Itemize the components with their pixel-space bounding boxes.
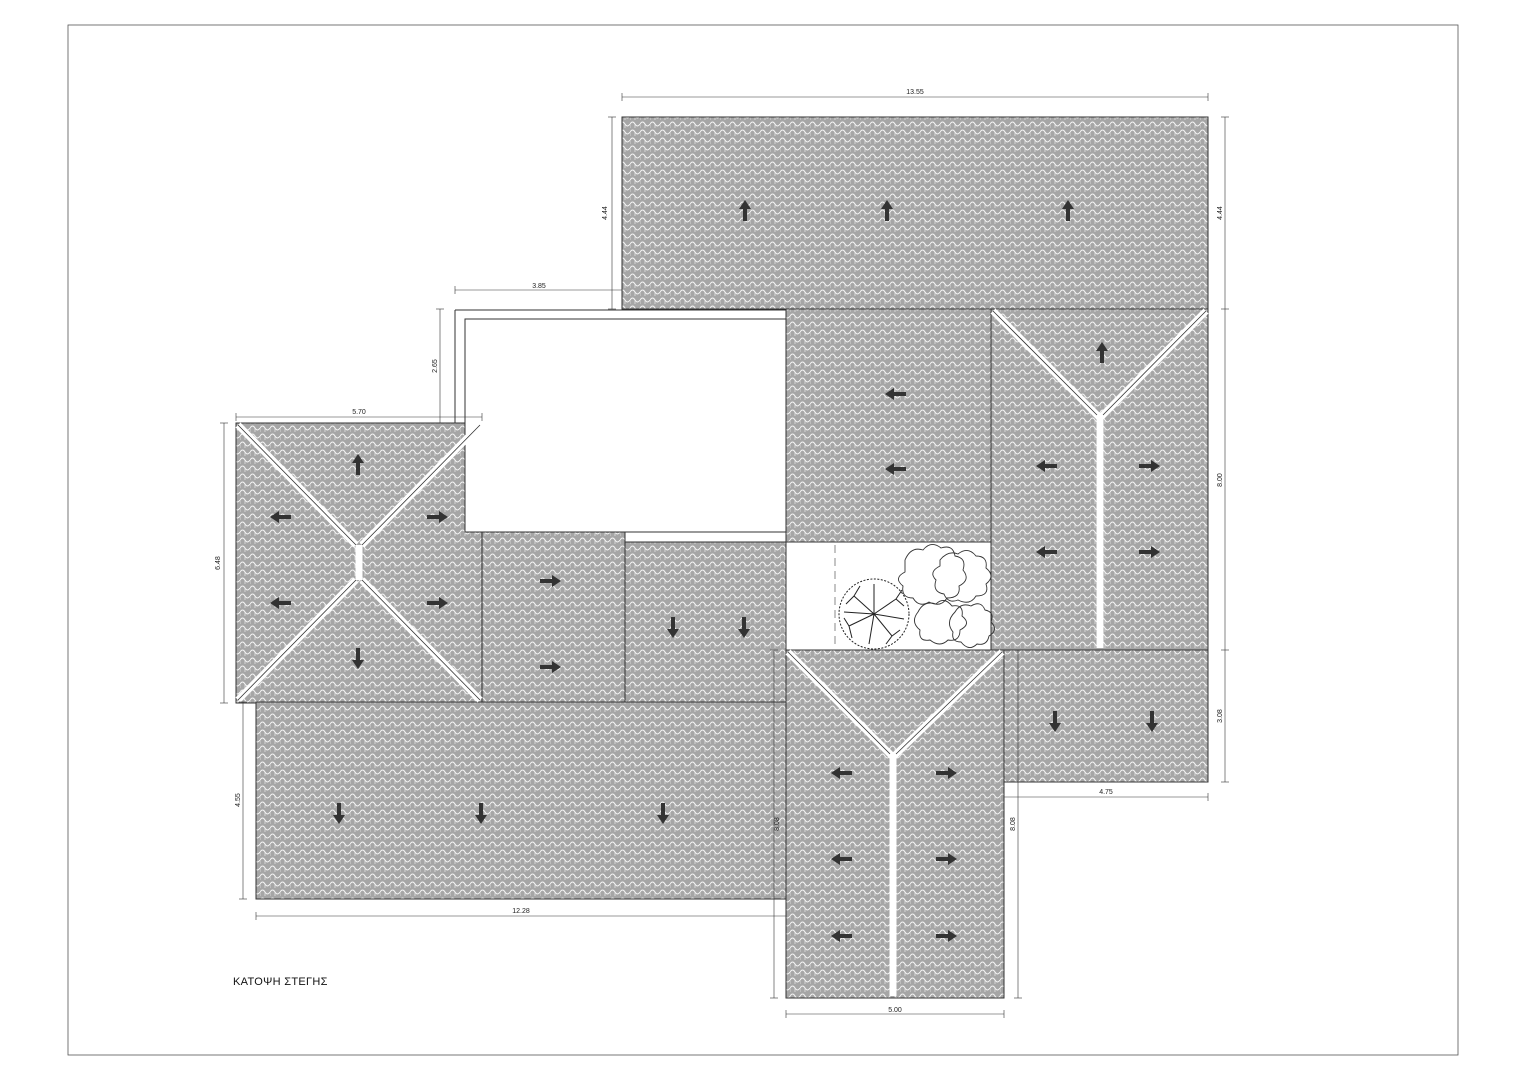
- roof-plane-center-upper: [785, 308, 992, 543]
- dim-right-height: 8.00: [1217, 473, 1224, 487]
- dim-center-bottom-width: 5.00: [888, 1007, 902, 1014]
- tree-icon: [838, 578, 910, 650]
- dim-left-width: 5.70: [352, 409, 366, 416]
- dimension-lines: [220, 93, 1229, 1018]
- dim-left-height: 6.48: [215, 556, 222, 570]
- dim-bottom-width: 12.28: [512, 908, 530, 915]
- drawing-title: ΚΑΤΟΨΗ ΣΤΕΓΗΣ: [233, 976, 328, 988]
- open-area: [464, 318, 787, 533]
- roof-plane-lower-left: [255, 701, 787, 900]
- dim-right-lower-width: 4.75: [1099, 789, 1113, 796]
- dim-center-height-right: 8.08: [1010, 817, 1017, 831]
- dim-lower-left-height: 4.55: [235, 793, 242, 807]
- dim-center-height-left: 8.08: [774, 817, 781, 831]
- roof-plane-top: [621, 116, 1209, 310]
- dim-top-width: 13.55: [906, 89, 924, 96]
- roof-plane-right-lower: [1003, 649, 1209, 783]
- dim-mid-height: 2.65: [432, 359, 439, 373]
- roof-plane-mid-a: [481, 531, 626, 703]
- roof-planes: [235, 116, 1209, 999]
- dim-top-right-height: 4.44: [1217, 206, 1224, 220]
- roof-plane-mid-b: [624, 541, 787, 703]
- dimension-labels: 13.55 4.44 4.44 8.00 3.08 4.75 3.85 2.65…: [215, 89, 1224, 1014]
- dim-right-lower-height: 3.08: [1217, 709, 1224, 723]
- sheet-border: [67, 24, 1459, 1056]
- shrub-icon: [898, 544, 995, 648]
- dim-top-left-height: 4.44: [602, 206, 609, 220]
- dim-mid-offset: 3.85: [532, 283, 546, 290]
